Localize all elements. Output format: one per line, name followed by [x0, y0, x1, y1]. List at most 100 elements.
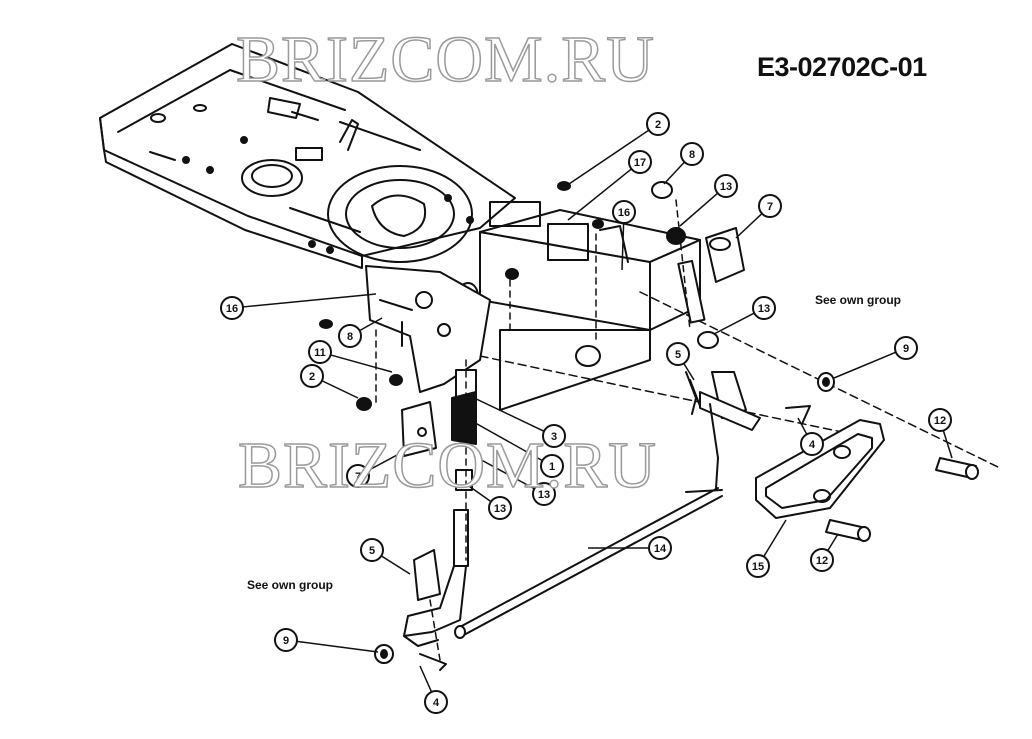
- callout-c9-right: 9: [833, 336, 918, 379]
- callout-leader: [473, 455, 535, 490]
- callout-c13-mid: 13: [713, 296, 776, 335]
- callout-circle: [274, 628, 298, 652]
- callout-number: 17: [634, 157, 646, 169]
- callout-number: 5: [675, 349, 681, 361]
- callout-number: 9: [903, 343, 909, 355]
- bolt-12-upper: [935, 457, 979, 480]
- see-own-group-note-right: See own group: [815, 293, 902, 307]
- callout-leader: [465, 483, 492, 503]
- callout-leader: [296, 640, 379, 653]
- callout-number: 7: [355, 471, 361, 483]
- callout-leader: [330, 354, 393, 373]
- diagram-code: E3-02702C-01: [757, 52, 927, 82]
- tie-rod-14: [454, 403, 723, 639]
- callout-leader: [797, 417, 808, 435]
- callout-c16-left: 16: [220, 293, 377, 320]
- callout-number: 4: [809, 439, 816, 451]
- hardware-small: [319, 181, 811, 671]
- callout-leader: [367, 447, 411, 472]
- callout-leader: [763, 519, 787, 557]
- callout-number: 12: [934, 415, 946, 427]
- left-shield: [401, 401, 437, 457]
- callout-circle: [346, 464, 370, 488]
- callout-number: 7: [767, 201, 773, 213]
- callout-c5-left: 5: [360, 538, 411, 575]
- callout-c16-right: 16: [612, 200, 636, 271]
- callout-circle: [800, 432, 824, 456]
- callout-leader: [663, 161, 686, 185]
- watermark-middle: BRIZCOM.RU: [237, 428, 657, 503]
- callout-c13-low: 13: [473, 455, 556, 506]
- callout-circle: [810, 548, 834, 572]
- callout-circle: [680, 142, 704, 166]
- callout-c2-left: 2: [300, 364, 359, 399]
- callout-c14: 14: [588, 536, 672, 560]
- bolt-12-lower: [825, 519, 871, 542]
- callout-circle: [714, 174, 738, 198]
- callout-c8-left: 8: [338, 317, 383, 348]
- callout-circle: [928, 408, 952, 432]
- callout-leader: [683, 362, 695, 381]
- callout-number: 8: [689, 149, 695, 161]
- callout-c2-top: 2: [565, 112, 670, 187]
- callout-circle: [612, 200, 636, 224]
- callout-number: 16: [226, 303, 238, 315]
- callout-leader: [827, 533, 839, 552]
- callout-circle: [666, 342, 690, 366]
- watermark-top: BRIZCOM.RU: [235, 22, 655, 97]
- spindle-assembly: [403, 369, 477, 647]
- callout-circle: [424, 690, 448, 714]
- callout-circle: [488, 496, 512, 520]
- callout-circle: [308, 340, 332, 364]
- right-shield: [705, 227, 745, 283]
- callout-c4-bottom: 4: [419, 665, 448, 714]
- axle-housing: [457, 201, 1001, 469]
- callout-leader: [679, 192, 719, 227]
- callout-circle: [628, 150, 652, 174]
- callout-leader: [565, 129, 650, 187]
- washer-9-right: [817, 372, 835, 392]
- callout-c7-left: 7: [346, 447, 411, 488]
- callout-circle: [532, 482, 556, 506]
- callout-leader: [713, 312, 755, 335]
- callout-c1: 1: [469, 419, 564, 478]
- callout-circle: [220, 296, 244, 320]
- callout-leader: [469, 395, 545, 432]
- callout-circle: [542, 424, 566, 448]
- callout-number: 8: [347, 331, 353, 343]
- callout-leader: [469, 419, 543, 462]
- frame-chassis: [99, 43, 516, 269]
- callout-circle: [540, 454, 564, 478]
- callout-leader: [833, 351, 897, 379]
- callout-leader: [321, 380, 359, 399]
- callout-leader: [942, 430, 953, 459]
- callout-c4-right: 4: [797, 417, 824, 456]
- callout-circle: [752, 296, 776, 320]
- callout-number: 9: [283, 635, 289, 647]
- callout-leader: [735, 212, 763, 239]
- callout-c8-top: 8: [663, 142, 704, 185]
- callout-number: 2: [655, 119, 661, 131]
- callout-circle: [646, 112, 670, 136]
- callout-number: 13: [720, 181, 732, 193]
- callout-c12-bottom: 12: [810, 533, 839, 572]
- callout-number: 14: [654, 543, 667, 555]
- callout-leader: [242, 293, 377, 308]
- callout-number: 1: [549, 461, 555, 473]
- callout-number: 11: [314, 347, 326, 359]
- callout-c15: 15: [746, 519, 787, 578]
- callout-number: 3: [551, 431, 557, 443]
- callout-c12-right: 12: [928, 408, 953, 459]
- callout-c13-top: 13: [679, 174, 738, 227]
- callout-c3: 3: [469, 395, 566, 448]
- callout-leader: [380, 555, 411, 575]
- callout-c11: 11: [308, 340, 393, 373]
- left-bracket: [365, 265, 491, 393]
- washer-9-left: [374, 644, 394, 664]
- callout-number: 16: [618, 207, 630, 219]
- callout-circle: [360, 538, 384, 562]
- callout-leader: [359, 317, 383, 332]
- callout-c7-top: 7: [735, 194, 782, 239]
